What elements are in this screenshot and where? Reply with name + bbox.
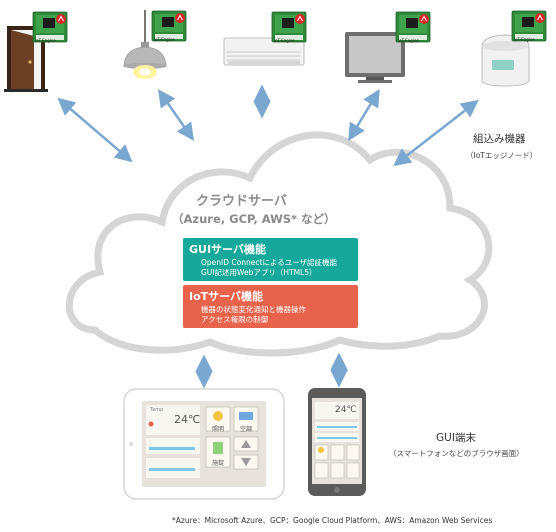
iot-server-line2: アクセス権限の制御: [201, 315, 269, 324]
gui-server-line1: OpenID Connectによるユーザ認証機能: [201, 258, 338, 267]
tv-device: [345, 11, 431, 83]
iot-server-line1: 機器の状態変化通知と機器操作: [201, 305, 306, 314]
lamp-device: [123, 10, 187, 79]
embedded-devices-title: 組込み機器: [473, 133, 526, 145]
board-label-door: IoT-Engine: [35, 38, 56, 43]
gui-terminal-title: GUI端末: [436, 432, 476, 444]
board-label-lamp: IoT-Engine: [154, 37, 175, 42]
tablet-ac-button-label[interactable]: 空調: [240, 426, 253, 433]
tablet-device: [123, 388, 285, 500]
gui-server-box: GUIサーバ機能 OpenID Connectによるユーザ認証機能 GUI記述用…: [183, 238, 358, 281]
phone-device: [308, 388, 366, 496]
tablet-lock-button-label[interactable]: 施錠: [212, 460, 225, 467]
board-label-cooker: IoT-Engine: [514, 37, 535, 42]
cloud-server-title: クラウドサーバ: [196, 194, 287, 209]
air-conditioner-device: [223, 11, 307, 66]
gui-server-heading: GUIサーバ機能: [189, 243, 266, 256]
door-device: [4, 11, 68, 92]
iot-server-heading: IoTサーバ機能: [189, 290, 264, 303]
cloud-server-subtitle: （Azure, GCP, AWS* など）: [172, 212, 336, 226]
board-label-ac: IoT-Engine: [274, 38, 295, 43]
arrow-cooker-cloud: [393, 99, 479, 167]
gui-terminal-subtitle: （スマートフォンなどのブラウザ画面）: [389, 449, 524, 458]
arrow-door-cloud: [57, 97, 133, 163]
arrow-lamp-cloud: [158, 89, 194, 141]
footnote: *Azure：Microsoft Azure、GCP：Google Cloud …: [172, 516, 493, 525]
rice-cooker-device: [481, 10, 547, 87]
tablet-light-button-label[interactable]: 照明: [212, 426, 225, 433]
arrow-tv-cloud: [348, 89, 380, 141]
embedded-devices-subtitle: （IoTエッジノード）: [466, 151, 538, 160]
tablet-temperature: 24℃: [174, 413, 201, 426]
phone-temperature: 24℃: [335, 405, 357, 415]
tablet-temp-label: Temp: [150, 407, 164, 413]
iot-server-box: IoTサーバ機能 機器の状態変化通知と機器操作 アクセス権限の制御: [183, 285, 358, 328]
gui-server-line2: GUI記述用Webアプリ（HTML5）: [201, 268, 317, 277]
board-label-tv: IoT-Engine: [398, 38, 419, 43]
